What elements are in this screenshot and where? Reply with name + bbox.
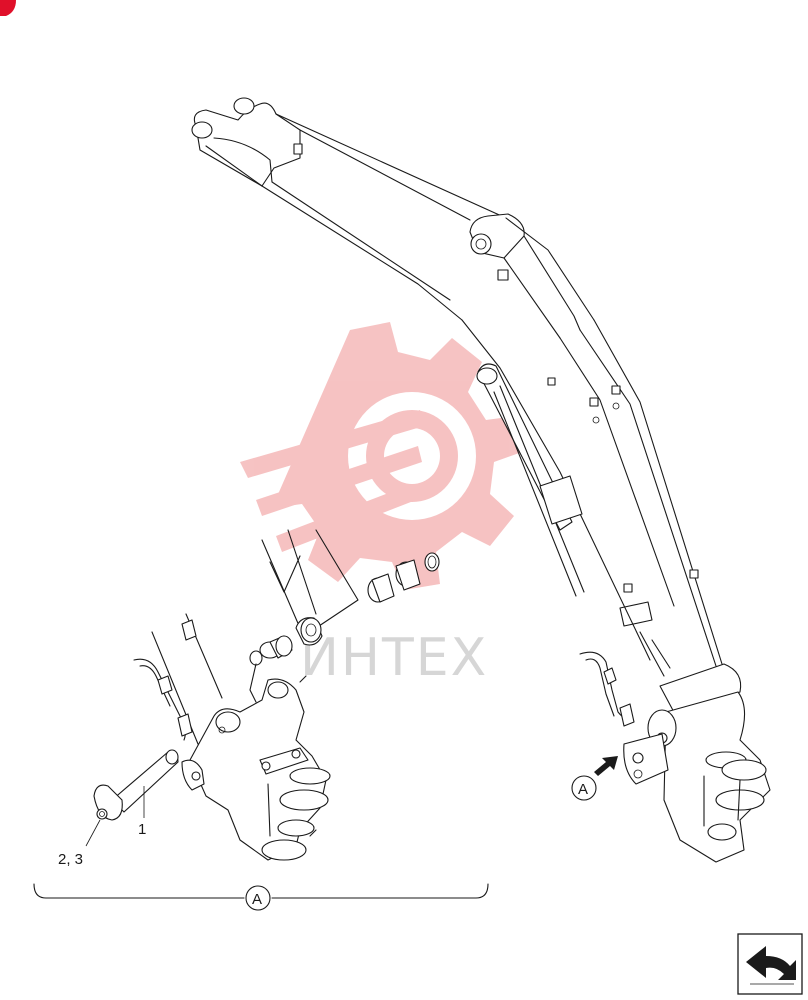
watermark-logo: ИНТЕХ	[240, 322, 522, 688]
watermark-text: ИНТЕХ	[300, 628, 488, 688]
red-badge-icon	[0, 0, 16, 16]
left-detail-foot	[93, 613, 331, 861]
callout-label-2-3: 2, 3	[58, 851, 83, 868]
view-a-arrow: A	[571, 756, 618, 801]
callout-label-1: 1	[138, 821, 146, 838]
arrow-icon	[594, 756, 618, 776]
exploded-bushings	[249, 529, 440, 703]
boom-assembly	[191, 97, 771, 863]
view-a-label-arrow: A	[578, 781, 588, 798]
callout-part-1: 1	[138, 786, 146, 838]
view-a-bracket: A	[33, 883, 489, 911]
view-a-label-bottom: A	[252, 891, 262, 908]
callout-parts-2-3: 2, 3	[58, 819, 101, 868]
return-arrow-icon[interactable]	[737, 933, 803, 995]
pin-part-1	[93, 749, 179, 821]
